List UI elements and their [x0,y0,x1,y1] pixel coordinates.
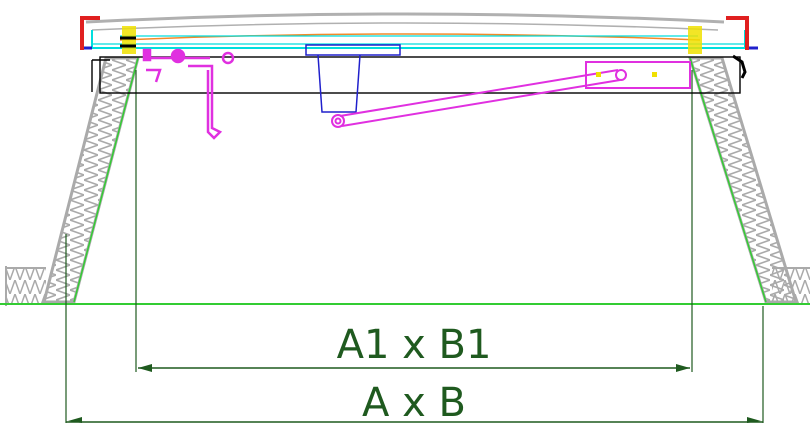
upstand-right [687,56,799,304]
kerb-frame [91,56,741,94]
outer-dimension-label: A x B [362,380,466,423]
dome-glazing [80,12,758,50]
fastener-right [732,54,747,79]
upstand-left [42,56,140,304]
actuator-yellow-dot-1 [596,72,601,77]
lift-mechanism [331,61,691,128]
mount-bracket [305,44,401,113]
seal-right [726,16,749,50]
dimension-outer: A x B [66,380,763,423]
actuator-yellow-dot-2 [652,72,657,77]
inner-dimension-label: A1 x B1 [337,322,492,368]
gasket-left [122,26,136,54]
handle-assembly [142,48,235,140]
gasket-left-detail [120,36,136,48]
gasket-right [688,26,702,54]
seal-left [80,16,100,50]
roof-insulation-left [5,266,46,306]
dimension-inner: A1 x B1 [138,322,690,372]
